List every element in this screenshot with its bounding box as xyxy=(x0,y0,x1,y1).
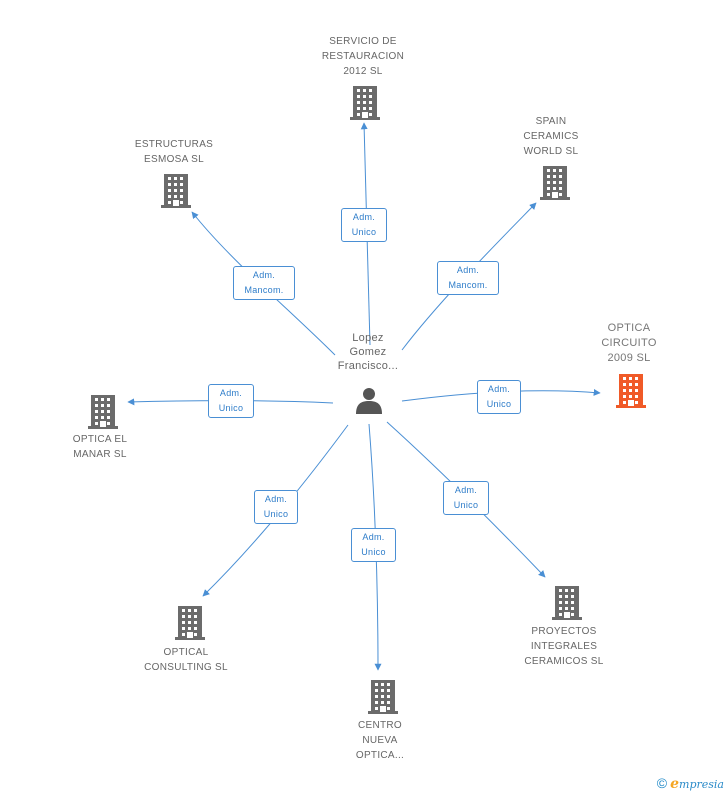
center-person-label: Lopez Gomez Francisco... xyxy=(337,332,399,372)
relation-badge[interactable]: Adm.Unico xyxy=(351,528,396,562)
brand-name: mpresia xyxy=(679,778,724,791)
company-label-estructuras[interactable]: ESTRUCTURAS ESMOSA SL xyxy=(134,139,214,165)
relation-badge[interactable]: Adm.Unico xyxy=(254,490,298,524)
building-icon[interactable] xyxy=(87,393,119,434)
company-label-proyectos[interactable]: PROYECTOS INTEGRALES CERAMICOS SL xyxy=(524,626,604,667)
building-icon[interactable] xyxy=(367,678,399,719)
copyright-icon: © xyxy=(656,775,668,791)
building-icon[interactable] xyxy=(539,164,571,205)
relation-badge[interactable]: Adm.Unico xyxy=(208,384,254,418)
company-label-optical-consulting[interactable]: OPTICAL CONSULTING SL xyxy=(144,647,228,673)
person-icon[interactable] xyxy=(355,386,383,419)
relation-badge[interactable]: Adm.Unico xyxy=(443,481,489,515)
building-icon[interactable] xyxy=(349,84,381,125)
brand-logo-initial: e xyxy=(670,776,680,792)
company-label-spain-ceramics[interactable]: SPAIN CERAMICS WORLD SL xyxy=(523,116,579,157)
building-icon[interactable] xyxy=(160,172,192,213)
building-icon-highlighted[interactable] xyxy=(615,372,647,413)
relation-badge[interactable]: Adm.Mancom. xyxy=(437,261,499,295)
building-icon[interactable] xyxy=(174,604,206,645)
company-label-optica-circuito[interactable]: OPTICA CIRCUITO 2009 SL xyxy=(601,322,657,364)
company-label-centro-nueva-optica[interactable]: CENTRO NUEVA OPTICA... xyxy=(355,720,405,761)
company-label-servicio[interactable]: SERVICIO DE RESTAURACION 2012 SL xyxy=(321,36,405,77)
brand-footer[interactable]: ©empresia xyxy=(657,775,724,792)
relation-badge[interactable]: Adm.Mancom. xyxy=(233,266,295,300)
building-icon[interactable] xyxy=(551,584,583,625)
relation-badge[interactable]: Adm.Unico xyxy=(477,380,521,414)
relation-badge[interactable]: Adm.Unico xyxy=(341,208,387,242)
company-label-optica-manar[interactable]: OPTICA EL MANAR SL xyxy=(72,434,128,460)
